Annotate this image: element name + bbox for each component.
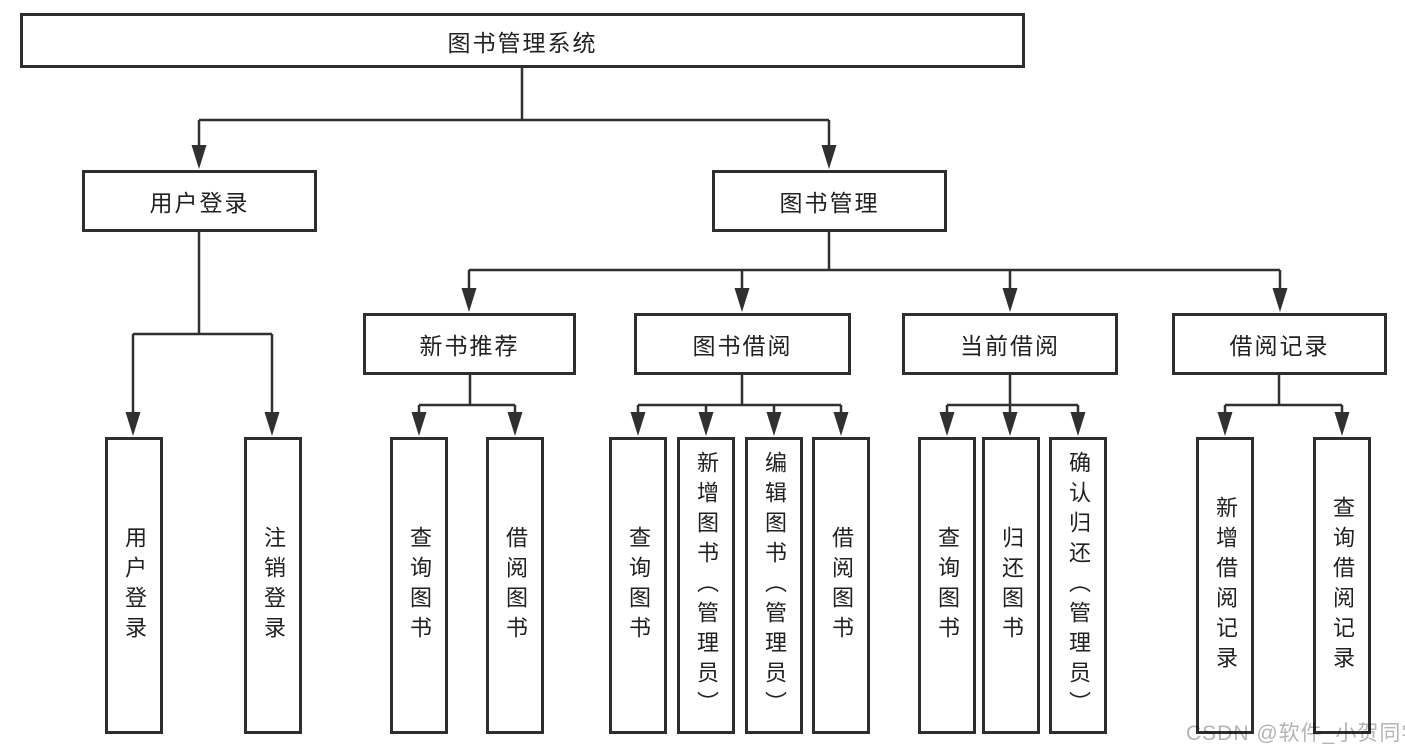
node-label: 图书借阅 <box>692 333 793 359</box>
connector-book-borrow-branch <box>636 375 843 416</box>
connector-root-to-level2 <box>197 68 831 150</box>
connector-user-login-branch <box>131 232 274 416</box>
node-label: 借阅图书 <box>503 525 528 646</box>
leaf-search-book-recommend: 查询图书 <box>390 437 448 734</box>
node-book-management: 图书管理 <box>712 170 947 232</box>
leaf-borrow-book-recommend: 借阅图书 <box>486 437 544 734</box>
leaf-search-book-borrow: 查询图书 <box>609 437 667 734</box>
leaf-logout: 注销登录 <box>244 437 302 734</box>
node-label: 归还图书 <box>999 525 1024 646</box>
node-user-login: 用户登录 <box>82 170 317 232</box>
node-label: 图书管理系统 <box>447 29 598 56</box>
node-label: 注销登录 <box>261 525 286 646</box>
leaf-borrow-book: 借阅图书 <box>812 437 870 734</box>
leaf-add-book-admin: 新增图书（管理员） <box>677 437 735 734</box>
leaf-search-borrow-record: 查询借阅记录 <box>1313 437 1371 734</box>
node-label: 新增借阅记录 <box>1213 495 1238 676</box>
csdn-watermark: CSDN @软件_小贺同学 <box>1186 722 1405 745</box>
leaf-search-current-borrow: 查询图书 <box>918 437 976 734</box>
node-label: 借阅图书 <box>829 525 854 646</box>
node-label: 查询图书 <box>407 525 432 646</box>
node-label: 查询图书 <box>626 525 651 646</box>
node-label: 用户登录 <box>122 525 147 646</box>
leaf-return-book: 归还图书 <box>982 437 1040 734</box>
connector-current-borrow-branch <box>945 375 1080 416</box>
node-label: 当前借阅 <box>960 333 1060 359</box>
node-current-borrow: 当前借阅 <box>902 313 1118 375</box>
node-book-borrow: 图书借阅 <box>634 313 851 375</box>
leaf-add-borrow-record: 新增借阅记录 <box>1196 437 1254 734</box>
leaf-confirm-return-admin: 确认归还（管理员） <box>1049 437 1107 734</box>
connector-book-management-branch <box>467 232 1282 292</box>
node-label: 新增图书（管理员） <box>694 450 719 721</box>
node-label: 查询图书 <box>935 525 960 646</box>
connector-new-books-branch <box>417 375 517 416</box>
node-label: 新书推荐 <box>419 333 520 359</box>
node-new-book-recommend: 新书推荐 <box>363 313 576 375</box>
node-label: 编辑图书（管理员） <box>762 450 787 721</box>
node-library-management-system: 图书管理系统 <box>20 13 1025 68</box>
leaf-user-login: 用户登录 <box>105 437 163 734</box>
node-label: 借阅记录 <box>1229 333 1330 359</box>
leaf-edit-book-admin: 编辑图书（管理员） <box>745 437 803 734</box>
node-label: 用户登录 <box>149 190 250 216</box>
node-borrow-record: 借阅记录 <box>1172 313 1387 375</box>
node-label: 查询借阅记录 <box>1330 495 1355 676</box>
node-label: 图书管理 <box>779 190 880 216</box>
node-label: 确认归还（管理员） <box>1066 450 1091 721</box>
connector-borrow-record-branch <box>1223 375 1344 416</box>
